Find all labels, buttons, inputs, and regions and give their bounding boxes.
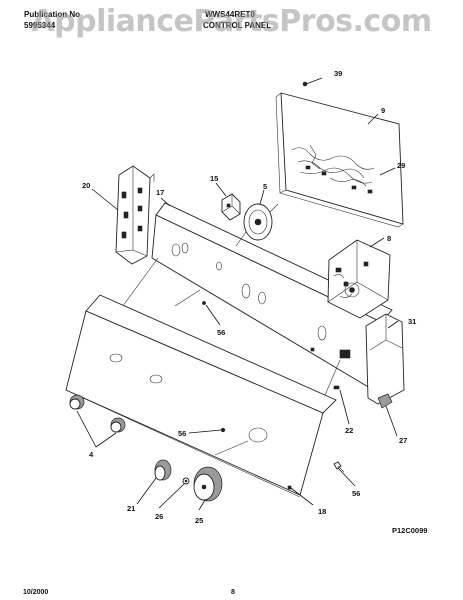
model-suffix: RET0 xyxy=(234,10,255,19)
callout-21: 21 xyxy=(127,504,135,513)
callout-8: 8 xyxy=(387,234,391,243)
diagram-code: P12C0099 xyxy=(392,526,427,535)
part-15-switch xyxy=(221,193,241,221)
part-21-knob xyxy=(154,459,172,481)
callout-27: 27 xyxy=(399,436,407,445)
part-20-bracket xyxy=(115,165,155,265)
callout-56-upper: 56 xyxy=(217,328,225,337)
callout-29: 29 xyxy=(397,161,405,170)
model-number: WWS44RET0 xyxy=(205,10,255,19)
callout-9: 9 xyxy=(381,106,385,115)
callout-20: 20 xyxy=(82,181,90,190)
publication-label: Publication No xyxy=(24,10,80,19)
callout-39: 39 xyxy=(334,69,342,78)
part-31-end-cap xyxy=(365,313,405,405)
callout-15: 15 xyxy=(210,174,218,183)
callout-56-middle: 56 xyxy=(178,429,186,438)
part-9-rear-cover xyxy=(275,81,404,228)
footer-page: 8 xyxy=(231,589,235,596)
callout-5: 5 xyxy=(263,182,267,191)
callout-31: 31 xyxy=(408,317,416,326)
callout-26: 26 xyxy=(155,512,163,521)
callout-56-lower: 56 xyxy=(352,489,360,498)
callout-18: 18 xyxy=(318,507,326,516)
publication-number: 5995344 xyxy=(24,21,56,30)
part-8-timer xyxy=(327,239,391,319)
callout-4: 4 xyxy=(89,450,94,459)
callout-17: 17 xyxy=(156,188,164,197)
callout-25: 25 xyxy=(195,516,203,525)
model-prefix: WWS44 xyxy=(205,10,235,19)
callout-22: 22 xyxy=(345,426,353,435)
footer-date: 10/2000 xyxy=(23,589,49,596)
leader-lines xyxy=(76,77,399,511)
part-18-control-panel xyxy=(65,294,337,498)
section-title: CONTROL PANEL xyxy=(203,21,272,30)
part-27-clip xyxy=(377,393,393,409)
part-22-screw xyxy=(333,385,340,390)
part-4-knobs xyxy=(69,394,126,433)
part-25-dial-knob xyxy=(193,466,223,502)
part-26-washer xyxy=(182,477,190,485)
part-5-dial xyxy=(235,203,279,247)
part-56-screw xyxy=(202,301,345,473)
